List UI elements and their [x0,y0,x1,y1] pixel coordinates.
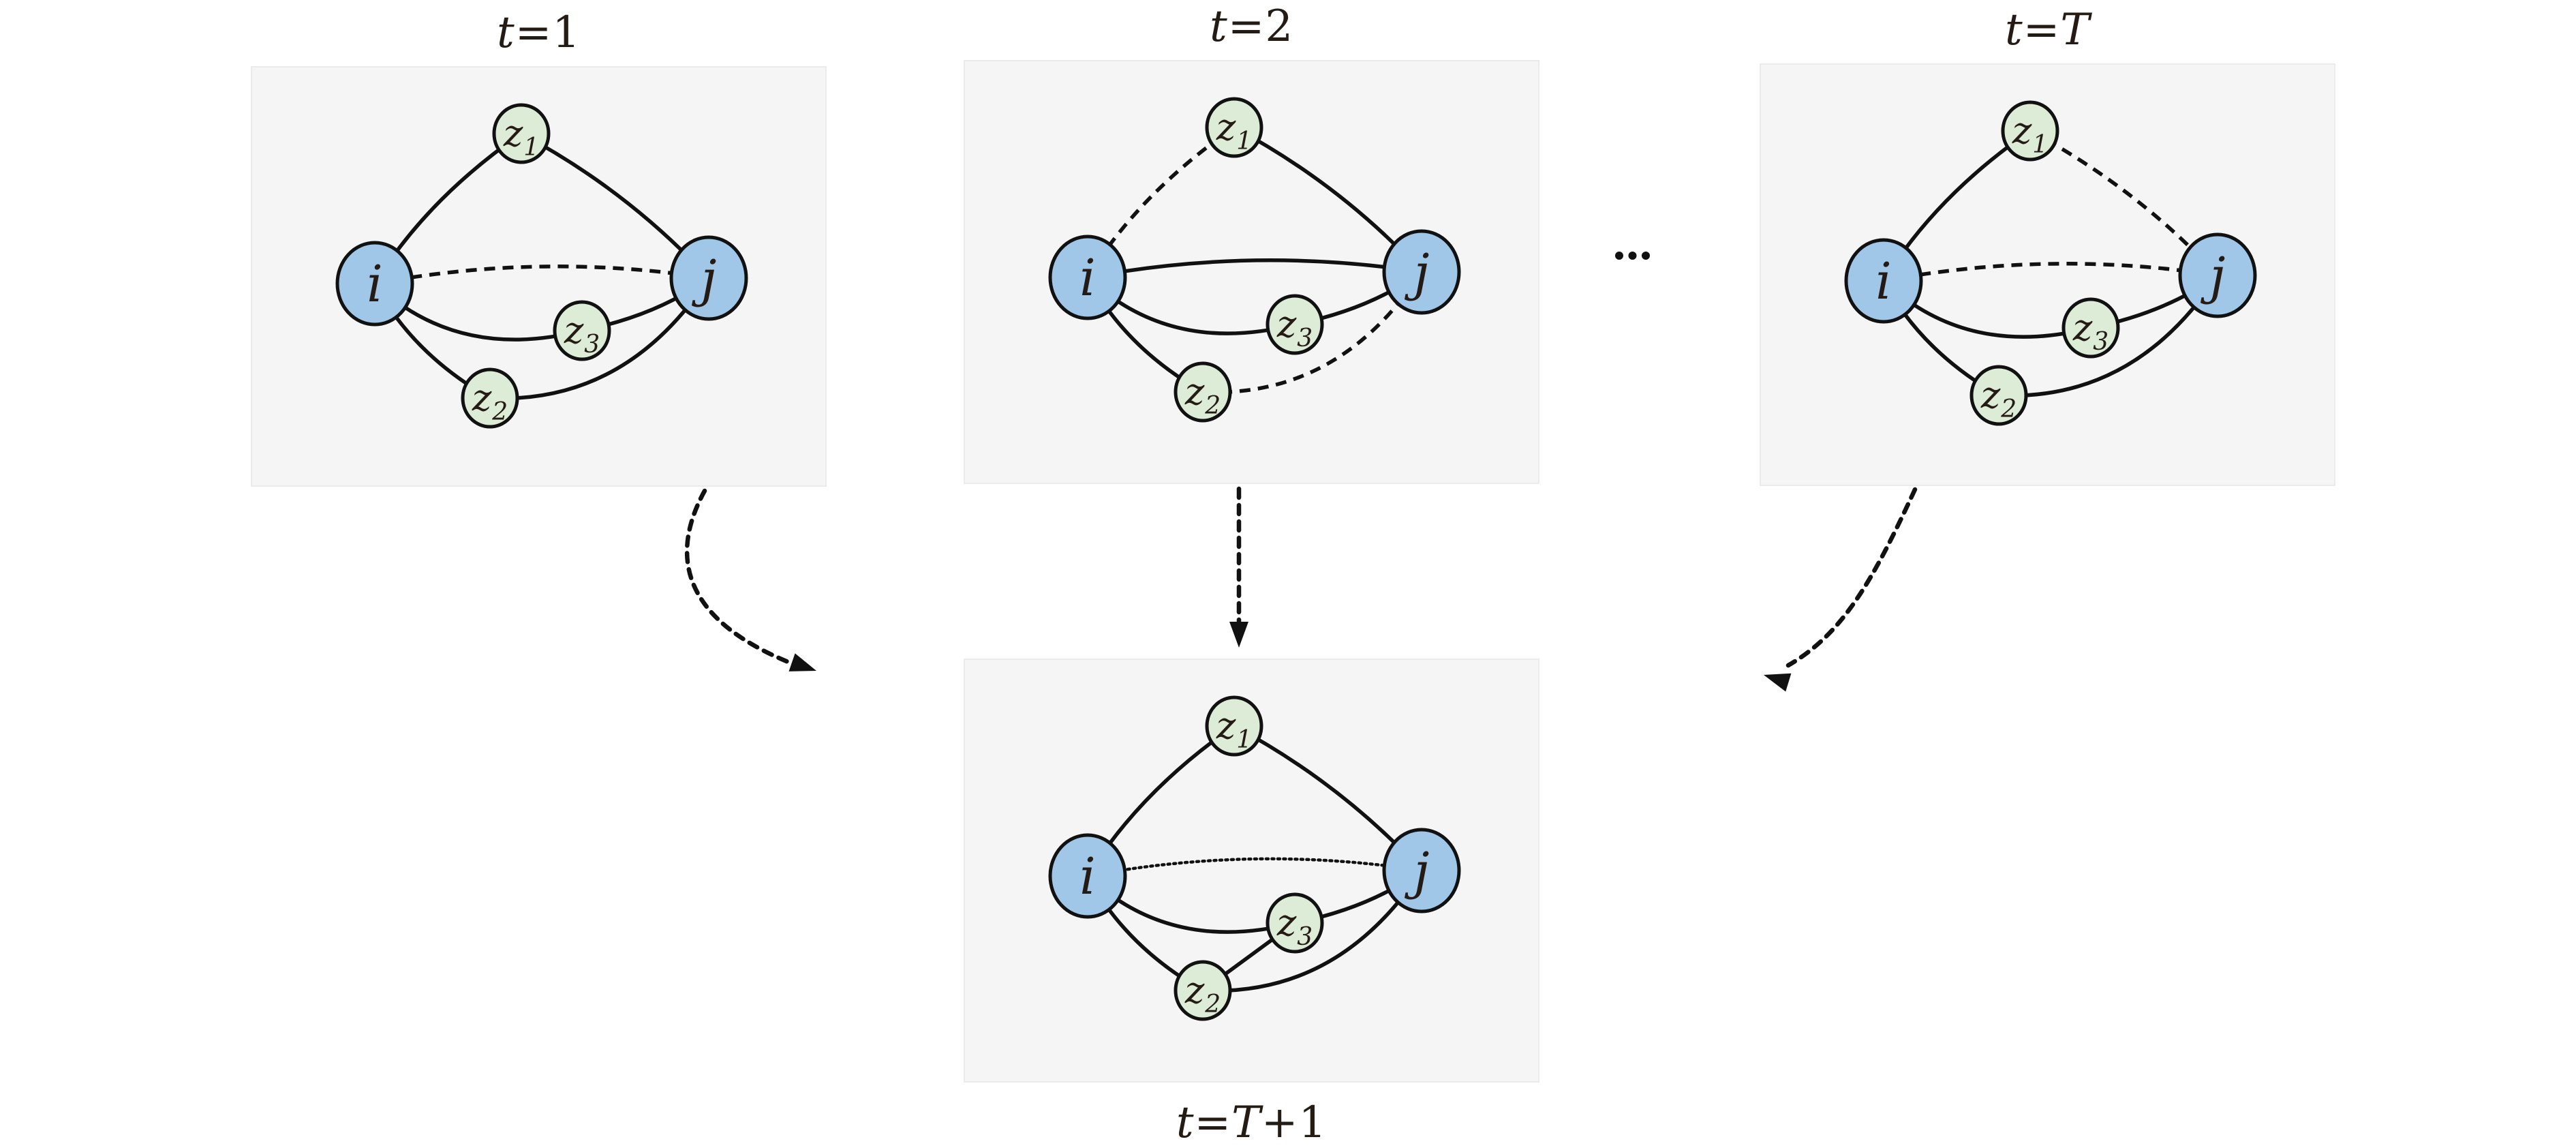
node-label-z3: z3 [1276,901,1313,951]
panel-title-t1: t=1 [210,9,868,57]
node-z2 [1174,960,1232,1021]
arrow-tT-tT1 [1764,487,1918,692]
edge-i-j-solid [1087,258,1422,280]
node-label-z2: z2 [1184,370,1221,420]
node-label-i: i [1079,847,1096,906]
panel-title-t2: t=2 [923,3,1580,50]
title-part: =2 [1227,1,1294,52]
node-label-i: i [367,255,383,314]
node-i [1844,238,1923,324]
node-label-z1: z1 [1216,704,1252,754]
node-label-z3: z3 [2072,306,2109,356]
arrow-t1-tT1-line [684,488,796,667]
title-part: t [2004,5,2023,55]
node-z1 [2001,100,2059,162]
node-z2 [1969,365,2028,426]
edge-i-j-dashed [1883,262,2218,283]
node-j [1382,229,1461,315]
ellipsis-dot [1628,252,1637,260]
node-label-z1: z1 [2012,109,2048,159]
arrow-t2-tT1-head [1229,622,1248,648]
edge-i-j-dashed [374,265,709,286]
node-label-z2: z2 [1980,374,2017,423]
arrow-t1-tT1 [684,488,816,671]
panel-title-tT: t=T [1719,6,2376,54]
node-label-z1: z1 [503,112,539,162]
node-label-i: i [1875,252,1892,311]
title-part: t [1209,1,1228,52]
node-label-z2: z2 [472,376,508,426]
node-j [2178,232,2257,318]
title-part: =1 [515,7,581,58]
arrow-tT-tT1-line [1785,487,1918,668]
node-z3 [553,300,611,361]
node-z1 [1205,97,1263,158]
node-z1 [1205,695,1263,757]
ellipsis-dot [1615,252,1623,260]
node-label-z3: z3 [1276,303,1313,352]
node-j [669,235,748,321]
node-i [1048,833,1127,919]
node-i [335,241,414,327]
arrow-t1-tT1-head [788,653,816,671]
ellipsis-dots [1615,252,1650,260]
node-label-z1: z1 [1216,106,1252,155]
title-part: t [496,7,515,58]
node-label-z3: z3 [564,309,600,359]
node-j [1382,828,1461,913]
node-i [1048,235,1127,320]
arrow-tT-tT1-head [1764,673,1792,692]
node-z1 [492,103,551,164]
arrow-t2-tT1 [1229,486,1248,648]
edge-i-j-dotted [1086,857,1424,878]
title-part: T [2060,5,2091,55]
node-z2 [1174,361,1232,423]
node-label-z2: z2 [1184,969,1221,1018]
title-part: = [2023,5,2061,55]
node-label-i: i [1079,249,1096,307]
ellipsis-dot [1642,252,1650,260]
node-z3 [1266,892,1324,954]
node-z2 [461,367,519,429]
node-z3 [1266,294,1324,355]
node-z3 [2061,297,2120,359]
